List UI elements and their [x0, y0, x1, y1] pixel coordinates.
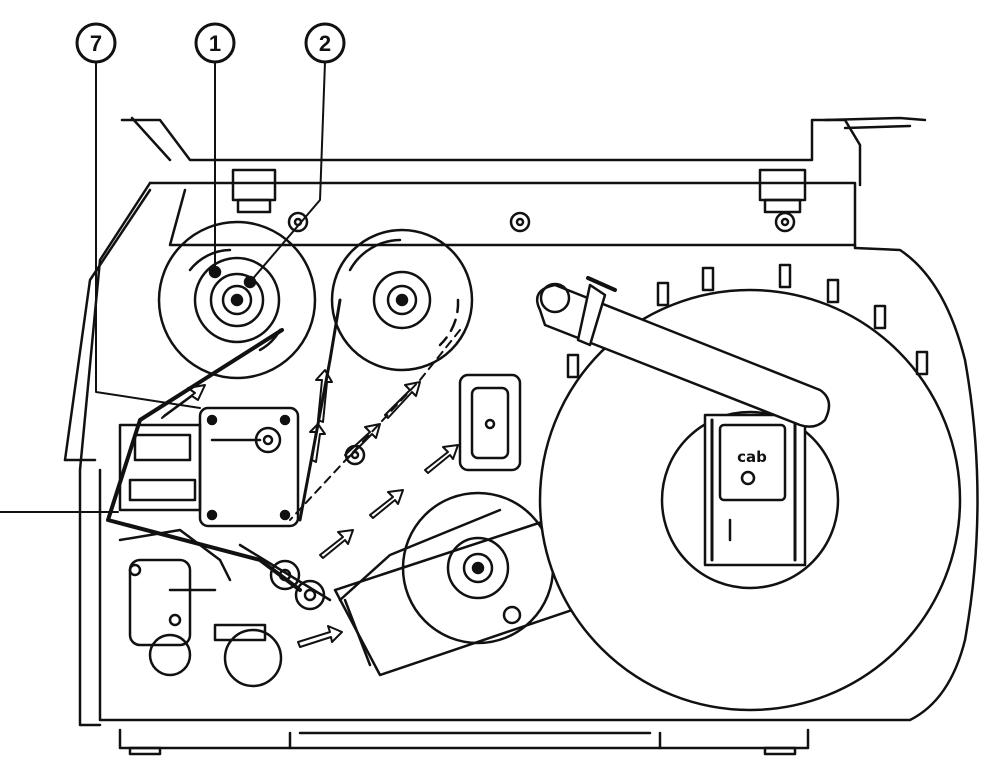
ribbon-path [106, 298, 461, 592]
rewinder-roller [401, 491, 555, 645]
flow-arrows [161, 369, 459, 648]
callout-1 [194, 22, 236, 64]
roll-guide-tabs [566, 263, 929, 379]
callout-circle [194, 22, 236, 64]
callout-label-2: 2 [319, 31, 331, 56]
callout-label-7: 7 [90, 31, 102, 56]
roll-retainer-arm [535, 276, 831, 428]
cover-hinge-right [758, 168, 807, 214]
callout-2 [304, 22, 346, 64]
printer-housing [63, 181, 979, 756]
callout-circle [75, 22, 117, 64]
callout-7 [75, 22, 117, 64]
label-roll [538, 288, 962, 712]
callout-leaders [95, 61, 326, 409]
cover-hinge-left [231, 168, 277, 214]
print-head-block [198, 406, 300, 528]
housing-screws [287, 211, 796, 233]
dancer-arm [238, 444, 366, 611]
brand-logo: cab [737, 448, 767, 466]
media-guide [458, 373, 522, 472]
callout-circle [304, 22, 346, 64]
callout-label-1: 1 [209, 31, 221, 56]
ribbon-supply-roll [330, 228, 474, 372]
print-head-mechanism [118, 423, 283, 688]
printer-cover [120, 116, 927, 187]
